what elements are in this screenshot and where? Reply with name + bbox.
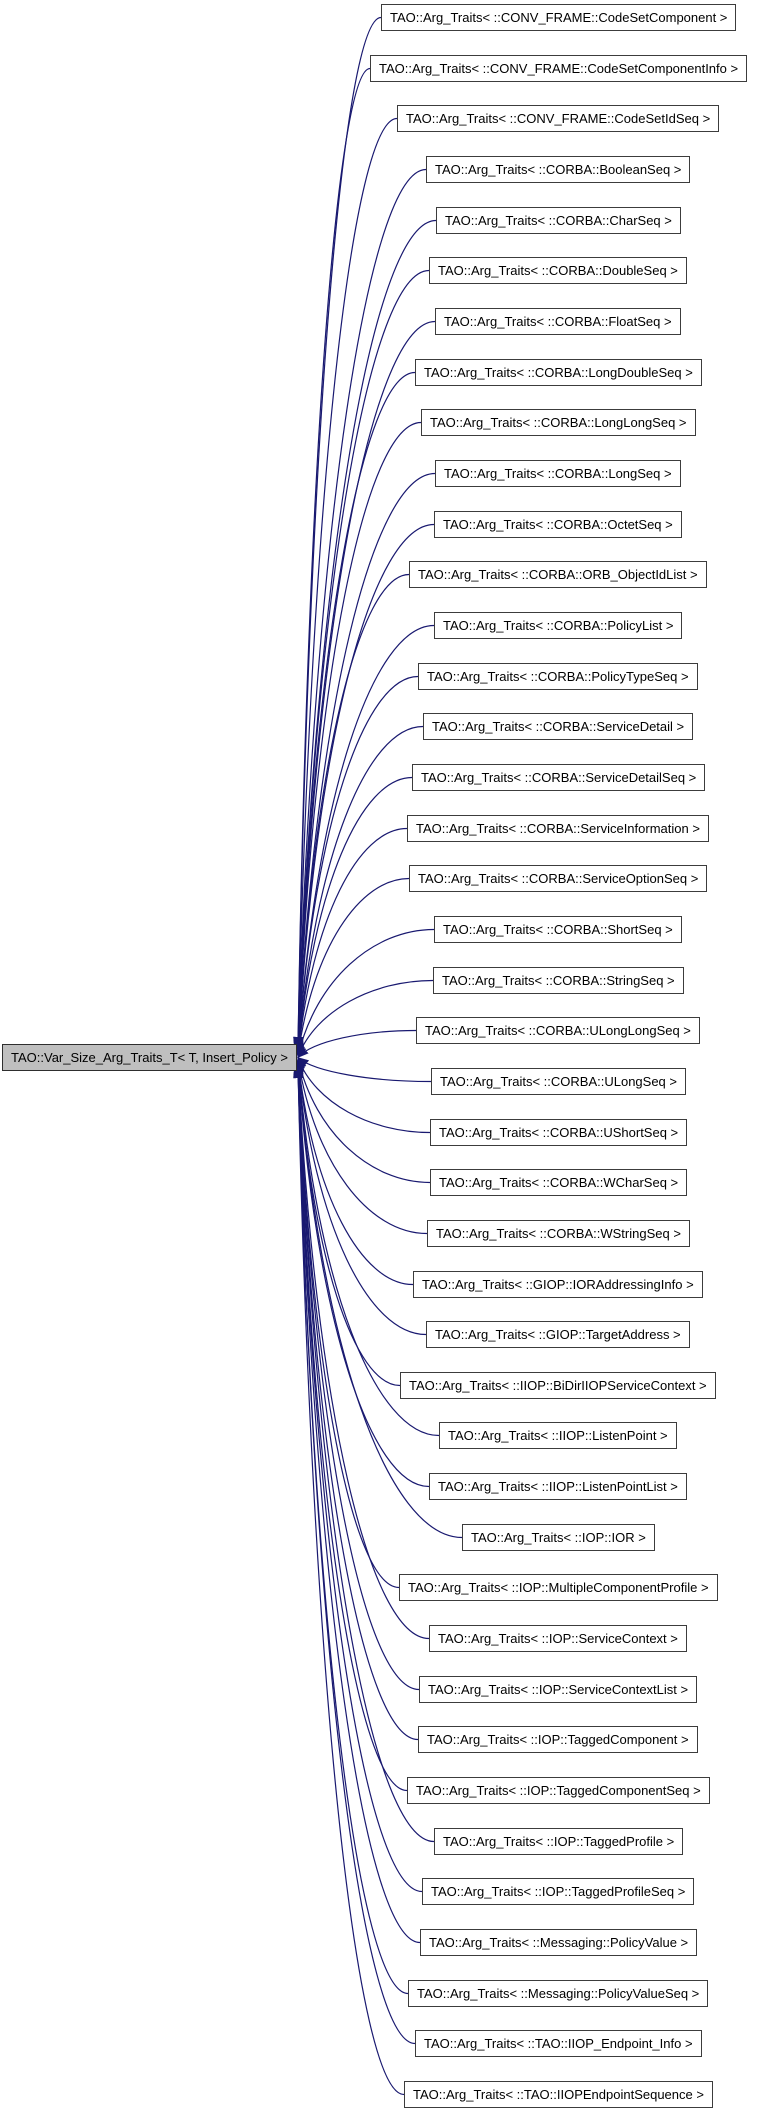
derived-class-node[interactable]: TAO::Arg_Traits< ::Messaging::PolicyValu… [408, 1980, 709, 2007]
derived-class-node[interactable]: TAO::Arg_Traits< ::CONV_FRAME::CodeSetCo… [370, 55, 748, 82]
inheritance-edge [293, 320, 436, 1052]
inheritance-edge [295, 928, 435, 1058]
derived-class-node[interactable]: TAO::Arg_Traits< ::IOP::ServiceContextLi… [419, 1676, 698, 1703]
derived-class-node[interactable]: TAO::Arg_Traits< ::CORBA::LongDoubleSeq … [415, 359, 702, 386]
derived-class-node[interactable]: TAO::Arg_Traits< ::CORBA::ULongSeq > [431, 1068, 686, 1095]
derived-class-node[interactable]: TAO::Arg_Traits< ::GIOP::IORAddressingIn… [413, 1271, 703, 1298]
inheritance-edge [293, 1061, 463, 1539]
inheritance-edge [293, 421, 422, 1053]
derived-class-node[interactable]: TAO::Arg_Traits< ::CORBA::BooleanSeq > [426, 156, 691, 183]
inheritance-edge [293, 1064, 423, 1893]
derived-class-node[interactable]: TAO::Arg_Traits< ::CORBA::ULongLongSeq > [416, 1017, 700, 1044]
inheritance-edge [293, 675, 419, 1055]
base-class-node: TAO::Var_Size_Arg_Traits_T< T, Insert_Po… [2, 1044, 297, 1071]
inheritance-edge [296, 1057, 431, 1134]
derived-class-node[interactable]: TAO::Arg_Traits< ::TAO::IIOP_Endpoint_In… [415, 2030, 702, 2057]
derived-class-node[interactable]: TAO::Arg_Traits< ::IOP::IOR > [462, 1524, 655, 1551]
derived-class-node[interactable]: TAO::Arg_Traits< ::IOP::TaggedProfileSeq… [422, 1878, 695, 1905]
inheritance-edge [293, 1063, 408, 1792]
inheritance-edge [293, 371, 416, 1052]
derived-class-node[interactable]: TAO::Arg_Traits< ::IOP::ServiceContext > [429, 1625, 687, 1652]
inheritance-edge [293, 573, 410, 1054]
derived-class-node[interactable]: TAO::Arg_Traits< ::TAO::IIOPEndpointSequ… [404, 2081, 713, 2108]
derived-class-node[interactable]: TAO::Arg_Traits< ::IIOP::ListenPoint > [439, 1422, 677, 1449]
derived-class-node[interactable]: TAO::Arg_Traits< ::CORBA::FloatSeq > [435, 308, 681, 335]
derived-class-node[interactable]: TAO::Arg_Traits< ::CORBA::ServiceDetail … [423, 713, 694, 740]
inheritance-edge [293, 67, 371, 1049]
inheritance-edge [293, 1060, 440, 1437]
derived-class-node[interactable]: TAO::Arg_Traits< ::CORBA::LongSeq > [435, 460, 681, 487]
inheritance-edge [293, 776, 413, 1056]
derived-class-node[interactable]: TAO::Arg_Traits< ::CORBA::ServiceDetailS… [412, 764, 706, 791]
inheritance-edge [293, 168, 427, 1050]
derived-class-node[interactable]: TAO::Arg_Traits< ::IOP::TaggedProfile > [434, 1828, 684, 1855]
derived-class-node[interactable]: TAO::Arg_Traits< ::IOP::TaggedComponentS… [407, 1777, 710, 1804]
inheritance-edge [296, 979, 434, 1058]
inheritance-edge [293, 1062, 420, 1691]
derived-class-node[interactable]: TAO::Arg_Traits< ::CORBA::WCharSeq > [430, 1169, 688, 1196]
inheritance-edge [294, 1059, 427, 1336]
derived-class-node[interactable]: TAO::Arg_Traits< ::CONV_FRAME::CodeSetCo… [381, 4, 737, 31]
derived-class-node[interactable]: TAO::Arg_Traits< ::CONV_FRAME::CodeSetId… [397, 105, 720, 132]
derived-class-node[interactable]: TAO::Arg_Traits< ::GIOP::TargetAddress > [426, 1321, 690, 1348]
derived-class-node[interactable]: TAO::Arg_Traits< ::Messaging::PolicyValu… [420, 1929, 698, 1956]
inheritance-edge [294, 1058, 428, 1235]
derived-class-node[interactable]: TAO::Arg_Traits< ::CORBA::UShortSeq > [430, 1119, 688, 1146]
derived-class-node[interactable]: TAO::Arg_Traits< ::IIOP::ListenPointList… [429, 1473, 687, 1500]
derived-class-node[interactable]: TAO::Arg_Traits< ::CORBA::PolicyTypeSeq … [418, 663, 698, 690]
derived-class-node[interactable]: TAO::Arg_Traits< ::CORBA::PolicyList > [434, 612, 683, 639]
derived-class-node[interactable]: TAO::Arg_Traits< ::CORBA::DoubleSeq > [429, 257, 687, 284]
inheritance-edge [293, 1062, 430, 1640]
derived-class-node[interactable]: TAO::Arg_Traits< ::IIOP::BiDirIIOPServic… [400, 1372, 716, 1399]
inheritance-edge [294, 1058, 414, 1286]
inheritance-edge [297, 1029, 417, 1059]
inheritance-edge [293, 725, 424, 1056]
derived-class-node[interactable]: TAO::Arg_Traits< ::CORBA::StringSeq > [433, 967, 684, 994]
inheritance-edge [297, 1057, 432, 1083]
inheritance-edge [293, 1065, 421, 1944]
derived-class-node[interactable]: TAO::Arg_Traits< ::CORBA::CharSeq > [436, 207, 681, 234]
inheritance-edge [293, 1064, 435, 1843]
inheritance-edge [295, 1057, 431, 1184]
derived-class-node[interactable]: TAO::Arg_Traits< ::CORBA::ShortSeq > [434, 916, 682, 943]
inheritance-edge [294, 827, 408, 1057]
derived-class-node[interactable]: TAO::Arg_Traits< ::CORBA::LongLongSeq > [421, 409, 696, 436]
derived-class-node[interactable]: TAO::Arg_Traits< ::CORBA::OctetSeq > [434, 511, 682, 538]
derived-class-node[interactable]: TAO::Arg_Traits< ::CORBA::ServiceInforma… [407, 815, 709, 842]
inheritance-edge [293, 1066, 405, 2096]
derived-class-node[interactable]: TAO::Arg_Traits< ::IOP::MultipleComponen… [399, 1574, 718, 1601]
inheritance-edge [293, 117, 398, 1050]
derived-class-node[interactable]: TAO::Arg_Traits< ::CORBA::ServiceOptionS… [409, 865, 708, 892]
derived-class-node[interactable]: TAO::Arg_Traits< ::CORBA::WStringSeq > [427, 1220, 690, 1247]
derived-class-node[interactable]: TAO::Arg_Traits< ::CORBA::ORB_ObjectIdLi… [409, 561, 707, 588]
inheritance-edge [293, 1063, 419, 1741]
inheritance-edge [294, 877, 410, 1057]
inheritance-edge [293, 269, 430, 1051]
derived-class-node[interactable]: TAO::Arg_Traits< ::IOP::TaggedComponent … [418, 1726, 698, 1753]
inheritance-edge [293, 1066, 416, 2045]
